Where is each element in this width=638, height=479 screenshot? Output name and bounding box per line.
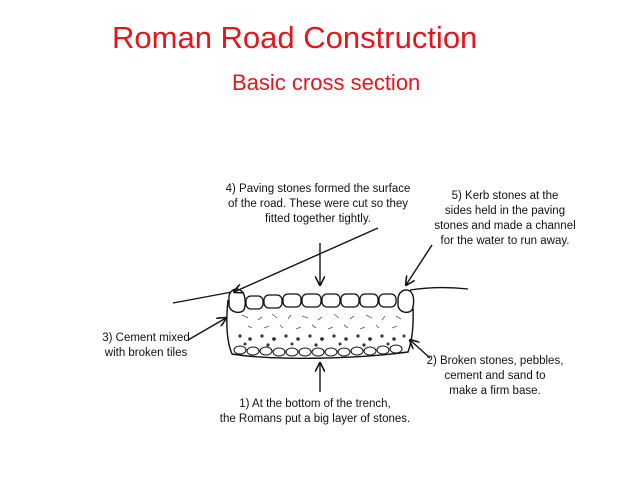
trench-outline <box>226 295 414 359</box>
slide-subtitle: Basic cross section <box>232 70 421 95</box>
arrow-paving-left <box>234 227 379 292</box>
slide-title: Roman Road Construction <box>112 20 478 55</box>
label-paving-stones: 4) Paving stones formed the surface of t… <box>225 183 411 225</box>
ground-line-right <box>409 286 469 291</box>
ground-line-left <box>172 291 233 304</box>
pebble-layer <box>238 334 406 347</box>
arrow-cement <box>187 318 226 341</box>
label-broken-stones: 2) Broken stones, pebbles, cement and sa… <box>426 355 564 397</box>
label-bottom-stones: 1) At the bottom of the trench, the Roma… <box>219 398 411 425</box>
label-cement: 3) Cement mixed with broken tiles <box>102 332 190 359</box>
arrow-kerb-right <box>406 244 433 285</box>
kerb-stone-left <box>228 288 246 314</box>
label-kerb-stones: 5) Kerb stones at the sides held in the … <box>434 190 576 247</box>
cement-layer <box>241 313 402 330</box>
kerb-stone-right <box>397 289 415 314</box>
paving-stones <box>245 293 397 310</box>
arrow-broken <box>410 340 431 359</box>
bottom-stone-layer <box>233 344 403 357</box>
